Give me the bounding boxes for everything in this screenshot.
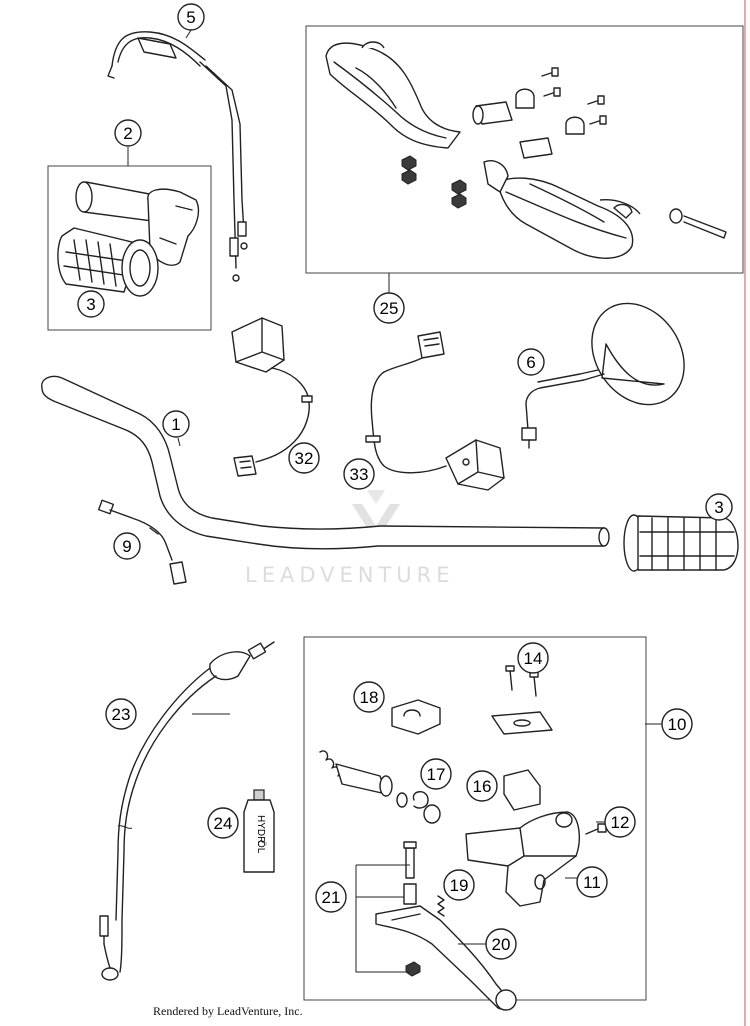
- callout-3-right-grip: 3: [705, 493, 733, 521]
- callout-33: 33: [343, 458, 375, 490]
- svg-text:17: 17: [427, 765, 446, 784]
- svg-text:24: 24: [214, 814, 233, 833]
- callout-11: 11: [576, 866, 608, 898]
- svg-text:9: 9: [122, 537, 131, 556]
- svg-text:12: 12: [611, 813, 630, 832]
- callout-5: 5: [177, 3, 205, 31]
- hydraulic-oil-bottle: HYDR. ÖL: [243, 789, 275, 873]
- throttle-group-frame: [47, 165, 212, 331]
- throttle-grip-assembly: [75, 181, 200, 266]
- svg-text:3: 3: [86, 295, 95, 314]
- leader-lines: [127, 29, 662, 973]
- leadventure-watermark: LEADVENTURE: [245, 490, 455, 587]
- callout-2: 2: [114, 119, 142, 147]
- callout-12: 12: [604, 806, 636, 838]
- hand-guard-mounting-hardware: [401, 67, 727, 239]
- brake-line: [99, 641, 275, 981]
- rear-view-mirror: [521, 302, 685, 449]
- callout-14: 14: [517, 642, 549, 674]
- callout-18: 18: [353, 681, 385, 713]
- svg-text:33: 33: [350, 465, 369, 484]
- handlebar-grip-right: [623, 514, 739, 572]
- svg-text:6: 6: [526, 353, 535, 372]
- callout-17: 17: [420, 758, 452, 790]
- svg-text:16: 16: [473, 777, 492, 796]
- callout-23: 23: [105, 698, 137, 730]
- footer-credit: Rendered by LeadVenture, Inc.: [153, 1004, 303, 1018]
- clutch-switch-sensor: [97, 499, 187, 585]
- callout-9: 9: [113, 532, 141, 560]
- svg-text:18: 18: [360, 688, 379, 707]
- callout-24: 24: [207, 807, 239, 839]
- brake-master-cylinder-group-frame: [303, 636, 647, 1001]
- svg-text:5: 5: [186, 8, 195, 27]
- svg-text:19: 19: [450, 876, 469, 895]
- svg-text:32: 32: [295, 449, 314, 468]
- callout-1: 1: [162, 410, 190, 438]
- svg-text:20: 20: [492, 935, 511, 954]
- throttle-cables: [107, 31, 248, 282]
- svg-text:HYDR.: HYDR.: [255, 815, 266, 846]
- svg-text:14: 14: [524, 649, 543, 668]
- hand-guard-group-frame: [305, 25, 744, 274]
- callout-25: 25: [373, 292, 405, 324]
- right-handlebar-switch: [365, 331, 505, 491]
- svg-text:25: 25: [380, 299, 399, 318]
- svg-text:11: 11: [583, 873, 601, 892]
- svg-text:21: 21: [322, 888, 341, 907]
- handlebar-grip-left: [57, 227, 159, 297]
- svg-text:ÖL: ÖL: [255, 840, 267, 854]
- svg-text:23: 23: [112, 705, 131, 724]
- svg-text:LEADVENTURE: LEADVENTURE: [245, 563, 455, 587]
- handlebar: [41, 375, 610, 550]
- brake-master-cylinder-parts: [319, 665, 607, 1011]
- hand-guards: [325, 41, 641, 259]
- callout-6: 6: [517, 348, 545, 376]
- callout-3-throttle-group: 3: [77, 290, 105, 318]
- callout-16: 16: [466, 770, 498, 802]
- svg-text:2: 2: [123, 124, 132, 143]
- callout-32: 32: [288, 442, 320, 474]
- left-handlebar-switch: [231, 317, 313, 477]
- callout-20: 20: [485, 928, 517, 960]
- callout-10: 10: [661, 708, 693, 740]
- svg-text:1: 1: [171, 415, 180, 434]
- callout-19: 19: [443, 869, 475, 901]
- svg-text:10: 10: [668, 715, 687, 734]
- callout-21: 21: [315, 881, 347, 913]
- svg-text:3: 3: [714, 498, 723, 517]
